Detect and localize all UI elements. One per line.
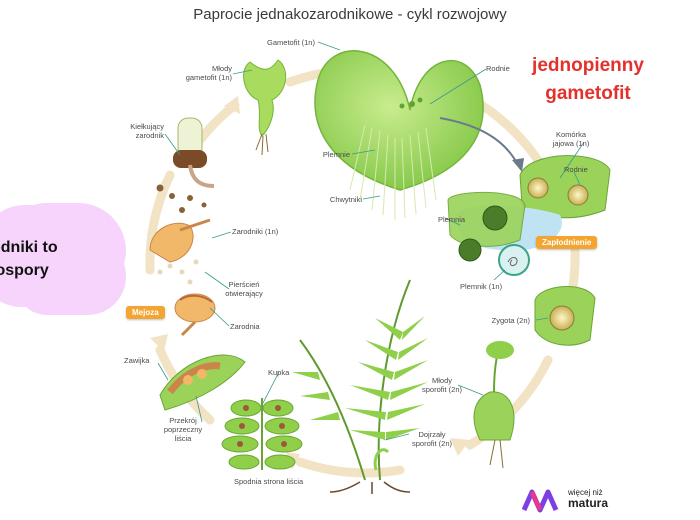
pink-cloud-note — [0, 205, 110, 307]
label-zarodnia: Zarodnia — [230, 322, 260, 331]
young-sporophyte-illustration — [473, 341, 515, 469]
label-dojrzaly-line2: sporofit (2n) — [411, 439, 453, 448]
leaf-cross-section-illustration — [159, 354, 246, 411]
label-pierscien-line1: Pierścień — [228, 280, 260, 289]
zygote-illustration — [534, 286, 596, 346]
label-pierscien: Pierścień otwierający — [214, 280, 274, 298]
label-komorka-line2: jajowa (1n) — [552, 139, 590, 148]
archegonium-illustration — [519, 155, 611, 219]
brand-logo-text: więcej niż matura — [568, 488, 608, 510]
gametophyte-to-fertilization-arrow — [439, 117, 519, 166]
label-mlody-gametofit-line1: Młody — [211, 64, 232, 73]
page-title: Paprocie jednakozarodnikowe - cykl rozwo… — [193, 6, 507, 23]
red-annotation: jednopienny gametofit — [518, 52, 658, 108]
cloud-note-line1: odniki to — [0, 239, 58, 256]
opening-sporangium-illustration — [149, 218, 211, 285]
label-rodnie-right: Rodnie — [564, 165, 588, 174]
label-rodnie-top: Rodnie — [486, 64, 510, 73]
label-kielkujacy-line2: zarodnik — [135, 131, 164, 140]
label-przekroj: Przekrój poprzeczny liścia — [160, 416, 206, 443]
label-gametofit: Gametofit (1n) — [267, 38, 315, 47]
label-plemnik: Plemnik (1n) — [460, 282, 503, 291]
label-mlody-gametofit-line2: gametofit (1n) — [185, 73, 232, 82]
label-zawijka: Zawijka — [124, 356, 150, 365]
cloud-note-text: odniki to jospory — [0, 236, 58, 282]
red-annotation-line2: gametofit — [545, 83, 631, 104]
leader-lines — [157, 41, 585, 441]
label-spodnia-strona-liscia: Spodnia strona liścia — [234, 477, 304, 486]
label-mlody-sporofit-line2: sporofit (2n) — [421, 385, 463, 394]
label-kupka: Kupka — [268, 368, 290, 377]
mejoza-tag: Mejoza — [126, 306, 165, 319]
label-przekroj-line3: liścia — [174, 434, 192, 443]
sporangium-illustration — [174, 293, 216, 337]
label-kielkujacy-line1: Kiełkujący — [130, 122, 164, 131]
label-kielkujacy-zarodnik: Kiełkujący zarodnik — [108, 122, 164, 140]
label-dojrzaly-sporofit: Dojrzały sporofit (2n) — [402, 430, 462, 448]
label-pierscien-line2: otwierający — [225, 289, 263, 298]
label-przekroj-line1: Przekrój — [169, 416, 197, 425]
cloud-note-line2: jospory — [0, 262, 49, 279]
label-komorka-line1: Komórka — [555, 130, 586, 139]
brand-logo-icon — [522, 489, 559, 513]
brand-logo-line2: matura — [568, 496, 609, 510]
fertilization-illustration — [447, 191, 562, 276]
gametophyte-to-fertilization-arrowhead — [512, 158, 524, 172]
label-plemnia-right: Plemnia — [438, 215, 466, 224]
label-zygota: Zygota (2n) — [491, 316, 530, 325]
red-annotation-line1: jednopienny — [532, 55, 644, 76]
label-chwytniki: Chwytniki — [329, 195, 362, 204]
germinating-spore-illustration — [173, 117, 215, 188]
label-przekroj-line2: poprzeczny — [163, 425, 203, 434]
spores-illustration — [156, 184, 207, 213]
brand-logo-line1: więcej niż — [568, 488, 603, 497]
label-mlody-gametofit: Młody gametofit (1n) — [160, 64, 232, 82]
label-plemnie: Plemnie — [322, 150, 350, 159]
leaf-underside-illustration — [221, 398, 303, 470]
mature-sporophyte-illustration — [292, 279, 428, 494]
label-komorka-jajowa: Komórka jajowa (1n) — [543, 130, 599, 148]
zaplodnienie-tag: Zapłodnienie — [536, 236, 598, 249]
label-dojrzaly-line1: Dojrzały — [418, 430, 446, 439]
young-gametophyte-illustration — [243, 59, 287, 156]
label-mlody-sporofit-line1: Młody — [431, 376, 452, 385]
gametophyte-illustration — [314, 50, 484, 220]
label-mlody-sporofit: Młody sporofit (2n) — [412, 376, 472, 394]
label-zarodniki: Zarodniki (1n) — [232, 227, 279, 236]
